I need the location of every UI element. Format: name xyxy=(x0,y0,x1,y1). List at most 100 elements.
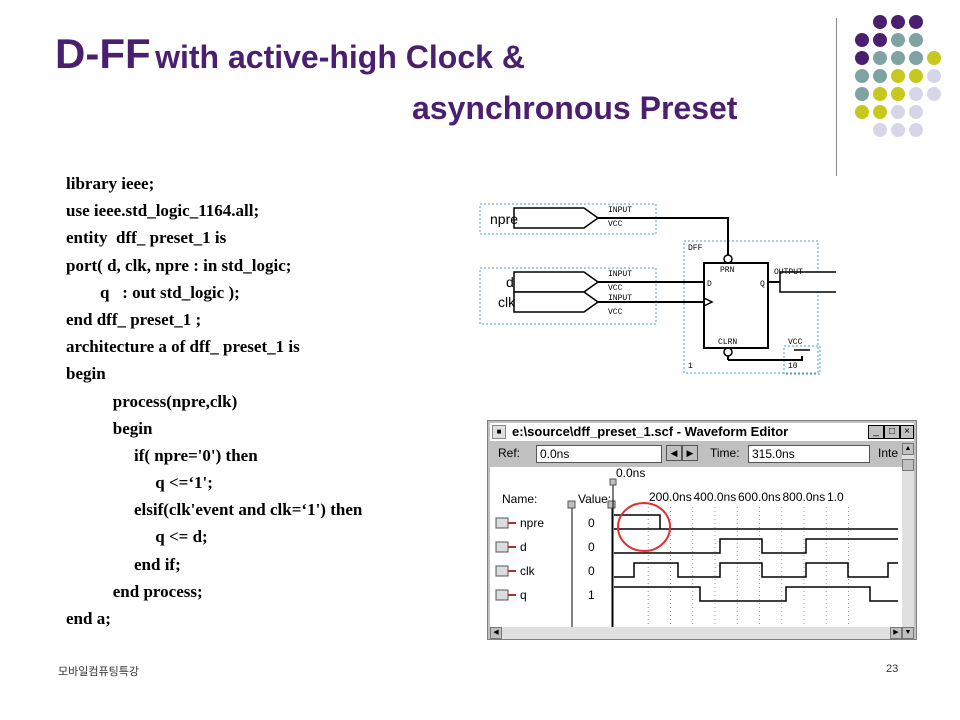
decorative-dot xyxy=(891,33,905,47)
code-line: entity dff_ preset_1 is xyxy=(66,228,227,248)
decorative-dot xyxy=(873,69,887,83)
time-label: Time: xyxy=(710,446,740,460)
code-line: library ieee; xyxy=(66,174,155,193)
signal-name[interactable]: clk xyxy=(520,564,536,578)
clk-vcc-tag: VCC xyxy=(608,308,623,317)
signal-value: 1 xyxy=(588,588,595,602)
decorative-dot xyxy=(909,123,923,137)
d-clk-input-box xyxy=(479,267,657,325)
scroll-thumb[interactable] xyxy=(902,459,914,471)
code-line: q : out std_logic ); xyxy=(66,282,240,302)
page-number: 23 xyxy=(886,663,899,675)
dff-schematic: npre d clk q INPUT VCC INPUT VCC INPUT V… xyxy=(479,203,836,375)
time-input[interactable]: 315.0ns xyxy=(748,445,870,463)
decorative-dot-grid xyxy=(855,15,941,137)
signal-waveform xyxy=(614,538,898,554)
output-pin-icon xyxy=(495,589,509,601)
dff-tag: DFF xyxy=(688,244,703,253)
horizontal-scrollbar[interactable]: ◀ ▶ xyxy=(490,627,902,639)
signal-value: 0 xyxy=(588,540,595,554)
code-line: use ieee.std_logic_1164.all; xyxy=(66,201,260,221)
time-tick-label: 400.0ns xyxy=(694,490,737,504)
value-column-header: Value: xyxy=(578,492,611,506)
scroll-left-button[interactable]: ◀ xyxy=(490,627,502,639)
time-tick-label: 800.0ns xyxy=(783,490,826,504)
code-line: begin xyxy=(66,364,106,384)
scroll-down-button[interactable]: ▼ xyxy=(902,627,914,639)
vertical-scrollbar[interactable]: ▲ ▼ xyxy=(902,443,914,639)
decorative-dot xyxy=(909,69,923,83)
decorative-dot xyxy=(873,33,887,47)
npre-label: npre xyxy=(490,211,518,227)
waveform-toolbar: Ref: 0.0ns ◀ ▶ Time: 315.0ns Inte xyxy=(490,443,902,465)
interval-label: Inte xyxy=(878,446,899,460)
decorative-dot xyxy=(855,105,869,119)
name-column-header: Name: xyxy=(502,492,537,506)
ref-input[interactable]: 0.0ns xyxy=(536,445,662,463)
clk-label: clk xyxy=(498,294,516,310)
vhdl-code-listing: library ieee; use ieee.std_logic_1164.all… xyxy=(66,170,362,632)
decorative-dot xyxy=(891,105,905,119)
signal-name[interactable]: d xyxy=(520,540,527,554)
time-tick-label: 600.0ns xyxy=(738,490,781,504)
pin-prn: PRN xyxy=(720,266,735,275)
decorative-dot xyxy=(909,51,923,65)
window-title: e:\source\dff_preset_1.scf - Waveform Ed… xyxy=(512,424,789,439)
npre-input-box xyxy=(479,203,657,235)
decorative-dot xyxy=(909,15,923,29)
scroll-right-button[interactable]: ▶ xyxy=(890,627,902,639)
output-tag: OUTPUT xyxy=(774,268,803,277)
title-divider-line xyxy=(836,18,837,176)
signal-value: 0 xyxy=(588,564,595,578)
decorative-dot xyxy=(891,69,905,83)
decorative-dot xyxy=(855,33,869,47)
code-line: end if; xyxy=(66,554,181,574)
cursor-time-label: 0.0ns xyxy=(616,467,645,480)
pin-num-10: 10 xyxy=(788,362,798,371)
code-line: architecture a of dff_ preset_1 is xyxy=(66,337,300,357)
d-vcc-tag: VCC xyxy=(608,284,623,293)
decorative-dot xyxy=(855,69,869,83)
code-line: q <=‘1'; xyxy=(66,473,213,493)
code-line: if( npre='0') then xyxy=(66,445,258,465)
prev-transition-button[interactable]: ◀ xyxy=(666,445,682,461)
signal-name[interactable]: q xyxy=(520,588,527,602)
signal-value: 0 xyxy=(588,516,595,530)
decorative-dot xyxy=(927,51,941,65)
npre-input-tag: INPUT xyxy=(608,206,632,215)
decorative-dot xyxy=(855,87,869,101)
window-titlebar[interactable]: ■ e:\source\dff_preset_1.scf - Waveform … xyxy=(490,423,914,441)
signal-name[interactable]: npre xyxy=(520,516,544,530)
code-line: port( d, clk, npre : in std_logic; xyxy=(66,255,292,275)
input-pin-icon xyxy=(495,541,509,553)
next-transition-button[interactable]: ▶ xyxy=(682,445,698,461)
pin-num-1: 1 xyxy=(688,362,693,371)
minimize-button[interactable]: _ xyxy=(868,425,884,439)
decorative-dot xyxy=(891,51,905,65)
code-line: begin xyxy=(66,418,153,438)
decorative-dot xyxy=(909,33,923,47)
signal-waveform xyxy=(614,562,898,578)
d-label: d xyxy=(506,274,514,290)
dff-box xyxy=(683,240,819,374)
decorative-dot xyxy=(873,51,887,65)
ref-label: Ref: xyxy=(498,446,521,460)
time-tick-label: 200.0ns xyxy=(649,490,692,504)
decorative-dot xyxy=(873,15,887,29)
decorative-dot xyxy=(873,87,887,101)
code-line: q <= d; xyxy=(66,527,208,547)
code-line: end process; xyxy=(66,581,203,601)
maximize-button[interactable]: □ xyxy=(884,425,900,439)
code-line: end dff_ preset_1 ; xyxy=(66,309,202,329)
decorative-dot xyxy=(873,123,887,137)
decorative-dot xyxy=(873,105,887,119)
close-button[interactable]: × xyxy=(900,425,914,439)
slide-title-line2: asynchronous Preset xyxy=(412,90,738,126)
code-line: end a; xyxy=(66,609,111,628)
scroll-up-button[interactable]: ▲ xyxy=(902,443,914,455)
title-subtitle: with active-high Clock & xyxy=(155,39,525,75)
pin-q: Q xyxy=(760,280,765,289)
decorative-dot xyxy=(891,15,905,29)
